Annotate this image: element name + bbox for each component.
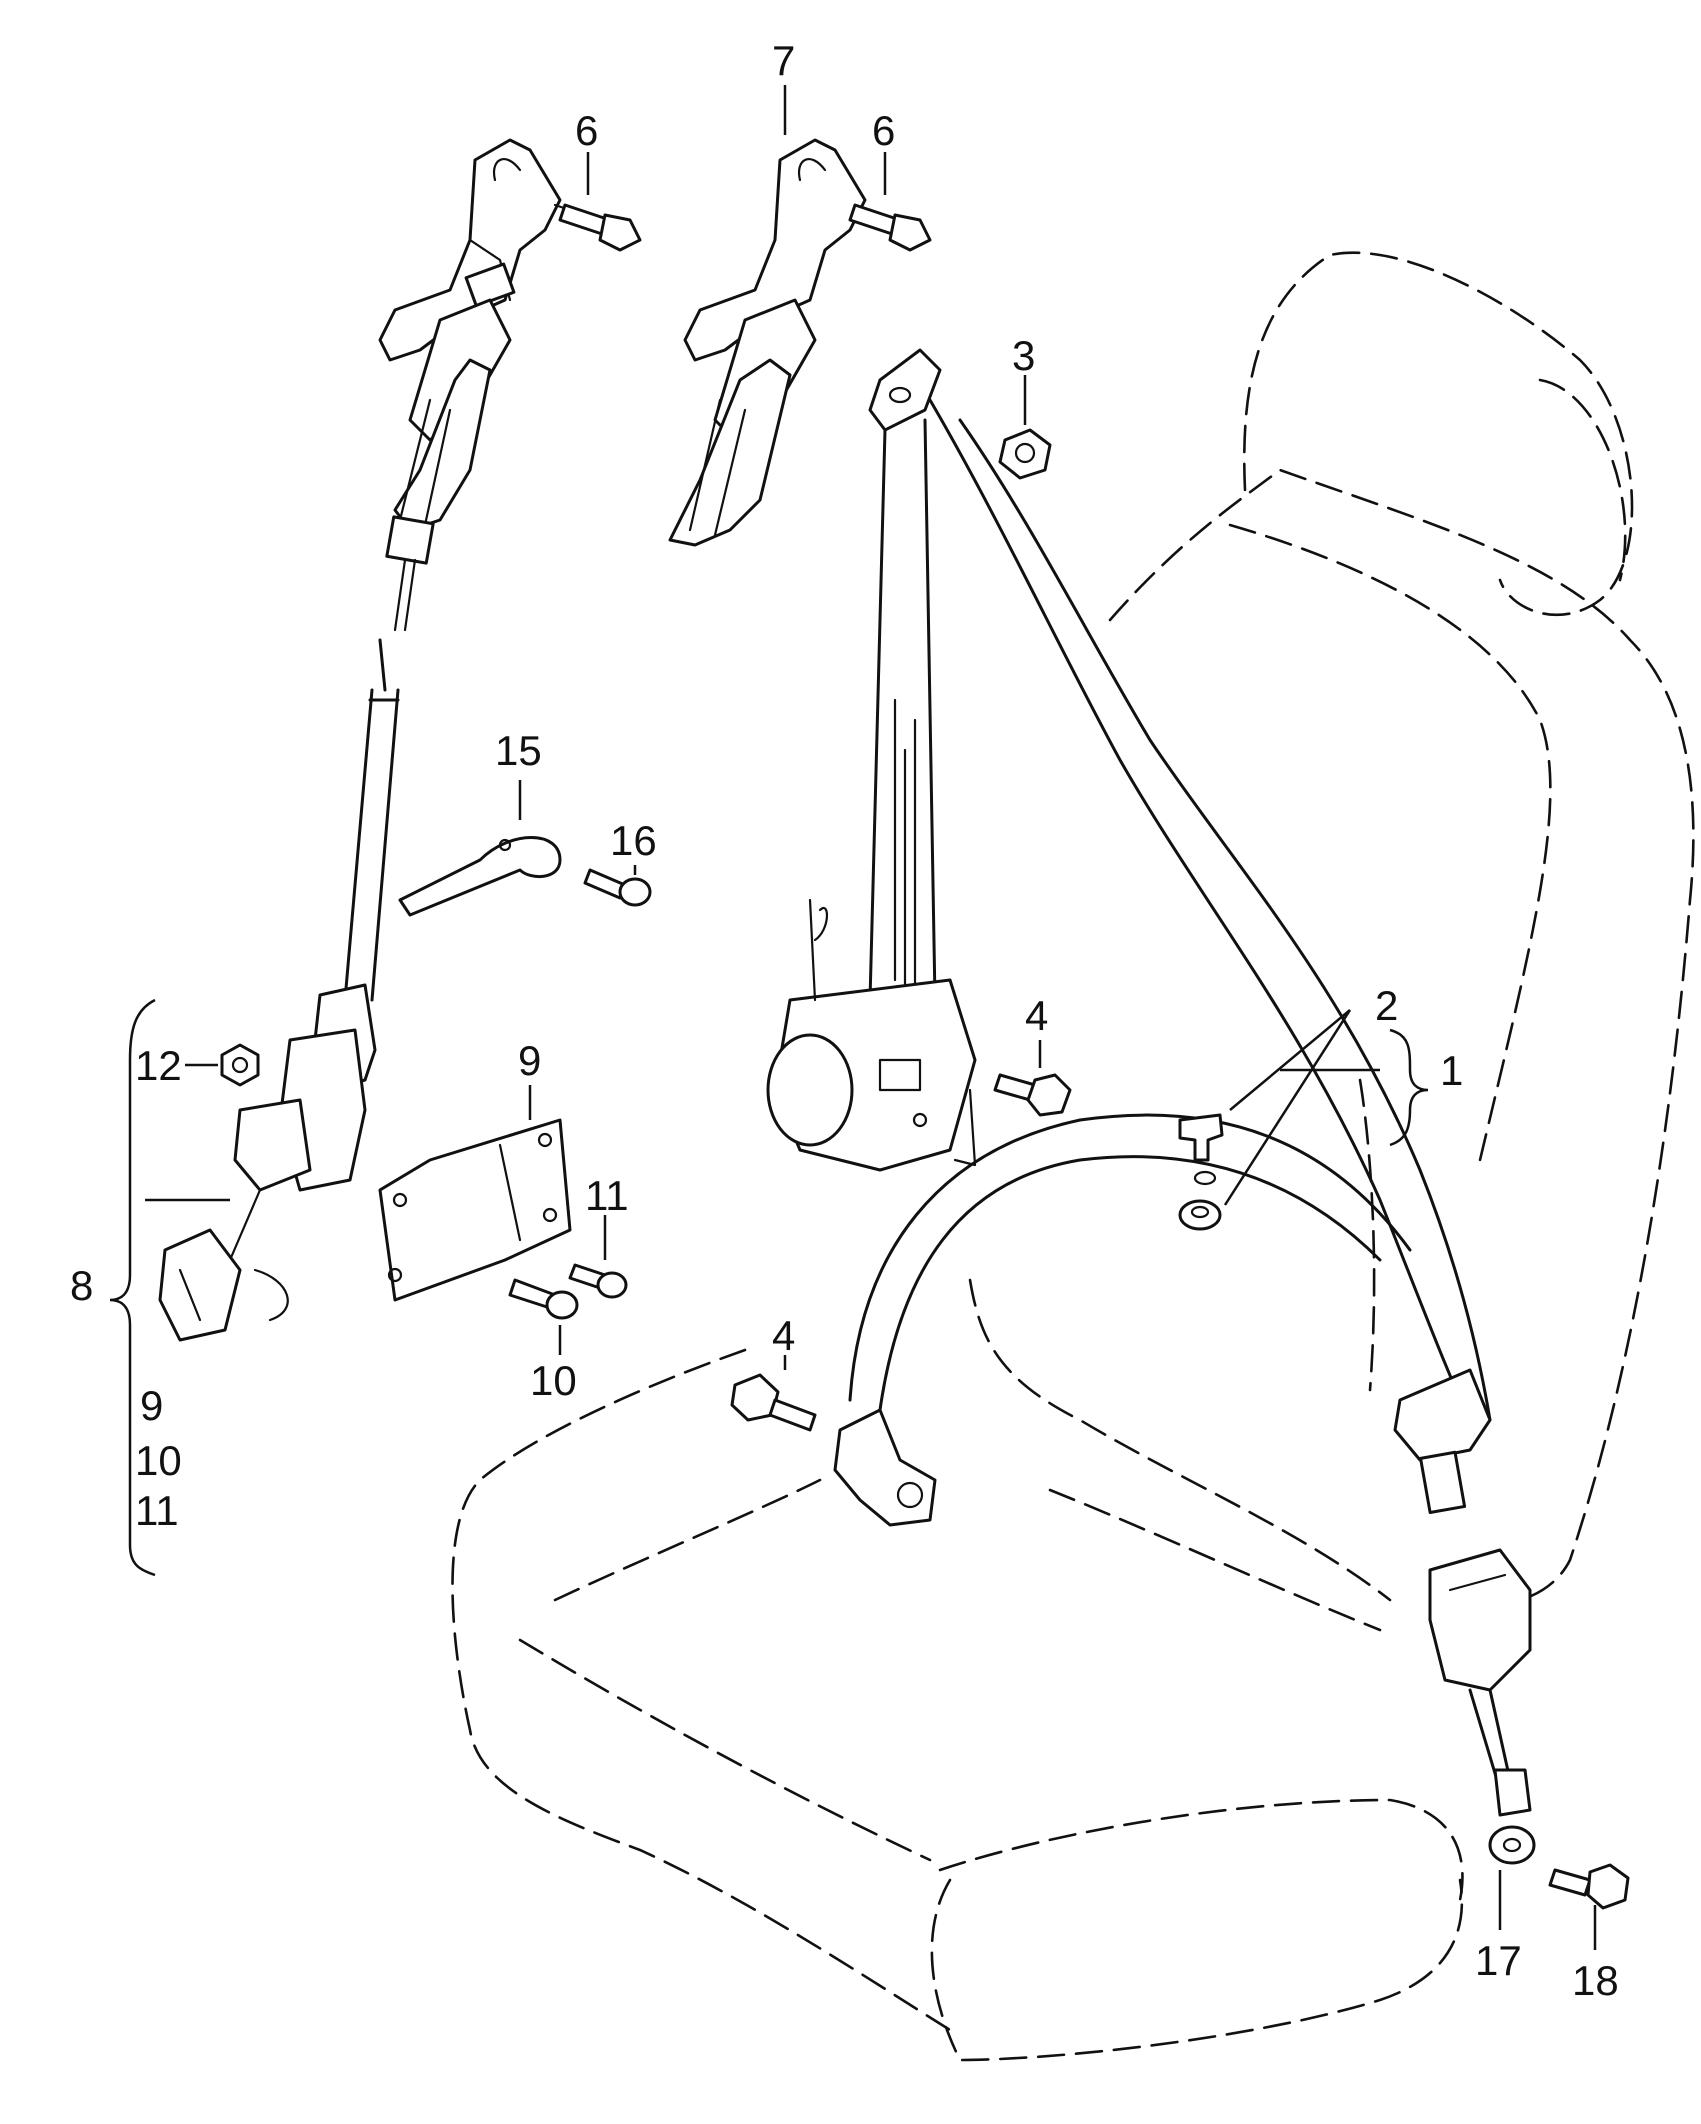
callout-8: 8: [70, 1262, 93, 1309]
callout-4-retractor: 4: [1025, 992, 1048, 1039]
callout-9-list: 9: [140, 1382, 163, 1429]
callout-1: 1: [1440, 1047, 1463, 1094]
callout-10-screw: 10: [530, 1357, 577, 1404]
buckle: [1428, 1548, 1536, 1865]
callout-10-list: 10: [135, 1437, 182, 1484]
callout-12: 12: [135, 1042, 182, 1089]
callout-9-bracket: 9: [518, 1037, 541, 1084]
callouts: 1 2 3 4 4 6 6 7 8 9 9 10 10 11 11 12 15 …: [70, 37, 1619, 2004]
callout-18: 18: [1572, 1957, 1619, 2004]
height-adjuster-right: [668, 138, 867, 547]
callout-11-screw: 11: [585, 1172, 629, 1219]
pretensioner-unit: [158, 983, 377, 1342]
callout-7: 7: [772, 37, 795, 84]
callout-15: 15: [495, 727, 542, 774]
belt-webbing: [833, 348, 1492, 1527]
pretensioner-tube: [343, 638, 400, 1002]
fasteners: [220, 203, 1630, 1910]
callout-3: 3: [1012, 332, 1035, 379]
callout-6-right: 6: [872, 107, 895, 154]
retractor: [766, 898, 977, 1172]
callout-16: 16: [610, 817, 657, 864]
callout-17: 17: [1475, 1937, 1522, 1984]
callout-4-floor: 4: [772, 1312, 795, 1359]
seat-outline: [451, 251, 1695, 2062]
callout-11-list: 11: [135, 1487, 179, 1534]
height-adjuster-left: [378, 138, 562, 632]
leader-lines: [109, 85, 1597, 1950]
callout-2: 2: [1375, 982, 1398, 1029]
callout-6-left: 6: [575, 107, 598, 154]
bracket-plate: [378, 1118, 572, 1302]
